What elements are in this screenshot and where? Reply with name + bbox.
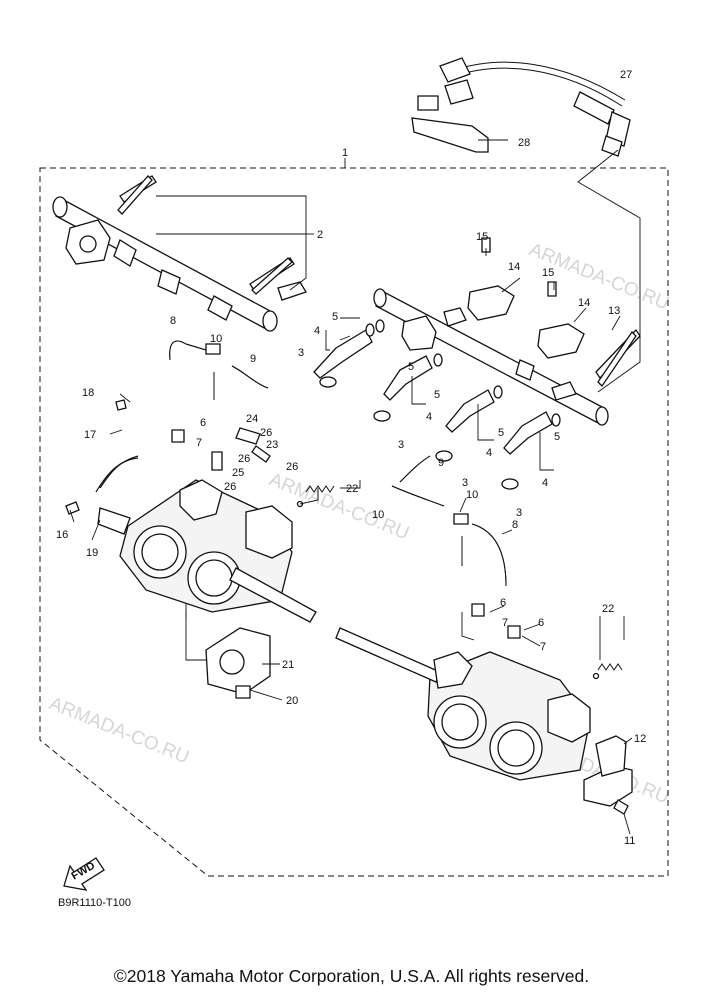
callout-9: 9 xyxy=(250,353,256,365)
pressure-regulators xyxy=(467,285,585,359)
injectors xyxy=(313,319,561,490)
callout-14: 14 xyxy=(578,297,590,309)
copyright-notice: ©2018 Yamaha Motor Corporation, U.S.A. A… xyxy=(113,966,590,986)
callout-24: 24 xyxy=(246,413,258,425)
callout-7: 7 xyxy=(502,617,508,629)
callout-7: 7 xyxy=(196,437,202,449)
callout-3: 3 xyxy=(298,347,304,359)
callout-26: 26 xyxy=(238,453,250,465)
callout-5: 5 xyxy=(408,361,414,373)
wire-harness xyxy=(411,57,641,393)
callout-26: 26 xyxy=(260,427,272,439)
callout-6: 6 xyxy=(538,617,544,629)
callout-28: 28 xyxy=(518,137,530,149)
hoses xyxy=(95,340,521,639)
callout-20: 20 xyxy=(286,695,298,707)
callout-16: 16 xyxy=(56,529,68,541)
callout-23: 23 xyxy=(266,439,278,451)
sensors xyxy=(205,627,633,815)
watermark-3: ARMADA-CO.RU xyxy=(46,693,192,768)
bolts xyxy=(65,175,637,515)
callout-10: 10 xyxy=(210,333,222,345)
callout-4: 4 xyxy=(542,477,548,489)
callout-22: 22 xyxy=(346,483,358,495)
fuel-rail-left xyxy=(52,175,307,332)
callout-26: 26 xyxy=(286,461,298,473)
callout-3: 3 xyxy=(516,507,522,519)
callout-25: 25 xyxy=(232,467,244,479)
throttle-body-right xyxy=(335,627,591,781)
callout-10: 10 xyxy=(372,509,384,521)
callout-17: 17 xyxy=(84,429,96,441)
callout-10: 10 xyxy=(466,489,478,501)
callout-13: 13 xyxy=(608,305,620,317)
callout-18: 18 xyxy=(82,387,94,399)
callout-26: 26 xyxy=(224,481,236,493)
callout-7: 7 xyxy=(540,641,546,653)
assembly-boundary xyxy=(39,167,669,877)
throttle-body-left xyxy=(97,479,317,623)
callout-3: 3 xyxy=(398,439,404,451)
callout-3: 3 xyxy=(462,477,468,489)
callout-12: 12 xyxy=(634,733,646,745)
diagram-code: B9R1110-T100 xyxy=(58,897,131,909)
callout-6: 6 xyxy=(500,597,506,609)
leader-lines xyxy=(69,139,633,835)
callout-2: 2 xyxy=(317,229,323,241)
springs xyxy=(296,485,623,680)
callout-19: 19 xyxy=(86,547,98,559)
callout-4: 4 xyxy=(486,447,492,459)
callout-21: 21 xyxy=(282,659,294,671)
callout-11: 11 xyxy=(624,835,635,847)
callout-5: 5 xyxy=(554,431,560,443)
callout-15: 15 xyxy=(476,231,488,243)
callout-5: 5 xyxy=(434,389,440,401)
callout-1: 1 xyxy=(342,147,348,159)
callout-6: 6 xyxy=(200,417,206,429)
callout-15: 15 xyxy=(542,267,554,279)
callout-8: 8 xyxy=(170,315,176,327)
callout-5: 5 xyxy=(498,427,504,439)
callout-27: 27 xyxy=(620,69,632,81)
callout-4: 4 xyxy=(426,411,432,423)
callout-22: 22 xyxy=(602,603,614,615)
callout-numbers: 1 2 3 3 3 3 4 4 4 4 5 5 5 5 5 6 6 6 7 7 … xyxy=(56,69,646,847)
callout-4: 4 xyxy=(314,325,320,337)
callout-14: 14 xyxy=(508,261,520,273)
callout-8: 8 xyxy=(512,519,518,531)
fwd-arrow-icon: FWD xyxy=(63,857,105,891)
callout-5: 5 xyxy=(332,311,338,323)
callout-9: 9 xyxy=(438,457,444,469)
